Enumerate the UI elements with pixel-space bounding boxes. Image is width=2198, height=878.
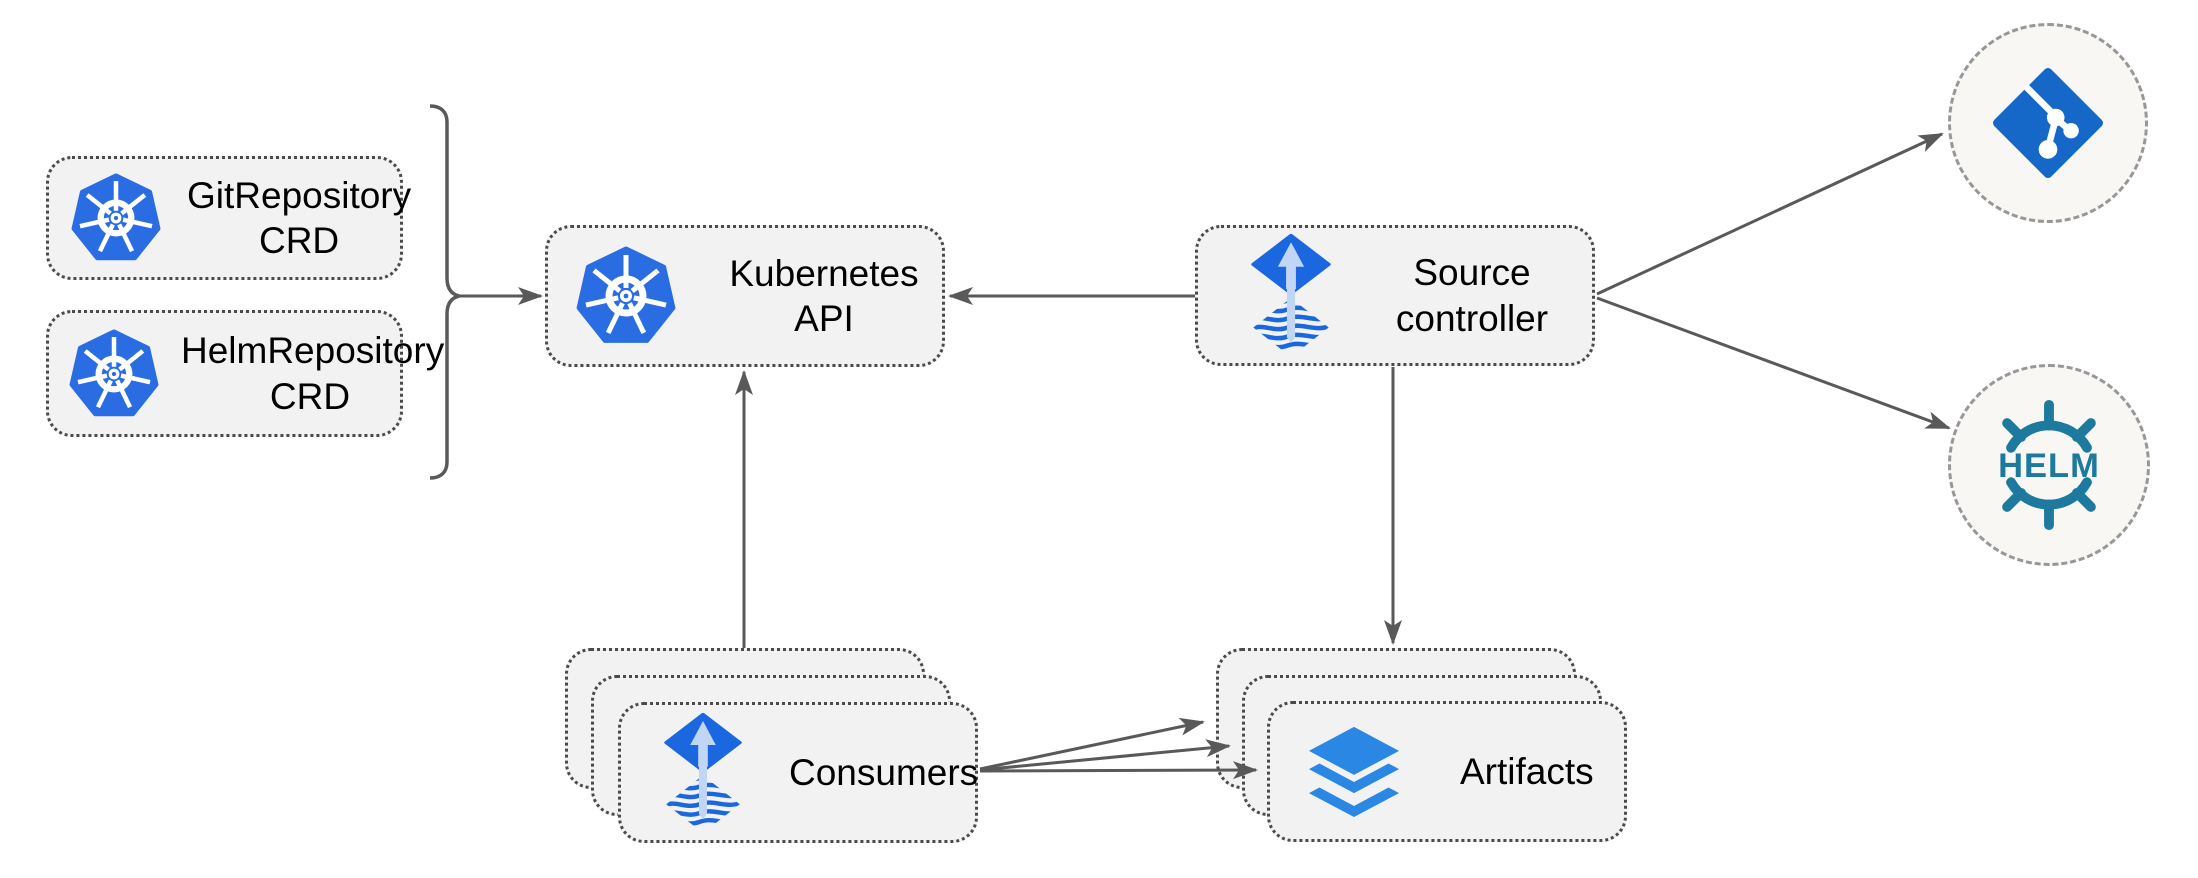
arrow-consumers-to-artifacts-back <box>979 717 1205 771</box>
kubernetes-icon <box>576 246 676 343</box>
node-helmrepository-crd: HelmRepository CRD <box>46 310 444 437</box>
node-label: Kubernetes API <box>729 252 919 339</box>
brace-crds <box>429 104 460 480</box>
arrow-consumers-to-artifacts-middle <box>979 739 1231 772</box>
node-label: HelmRepository CRD <box>181 330 445 417</box>
node-label: GitRepository CRD <box>187 174 412 261</box>
node-consumers: Consumers <box>618 702 978 843</box>
flux-icon <box>1251 234 1331 350</box>
node-label: Source controller <box>1395 252 1549 339</box>
layers-icon <box>1308 726 1400 818</box>
kubernetes-icon <box>69 328 159 416</box>
node-kubernetes-api: Kubernetes API <box>545 225 945 367</box>
node-git-repository <box>1948 23 2148 223</box>
helm-icon: HELM <box>1998 399 2100 531</box>
git-icon <box>1993 68 2103 178</box>
arrow-consumers-to-artifacts-front <box>979 761 1258 780</box>
helm-logo-text: HELM <box>1998 447 2100 485</box>
node-helm-repository: HELM <box>1948 364 2150 566</box>
node-label: Consumers <box>789 751 979 793</box>
node-gitrepository-crd: GitRepository CRD <box>46 156 411 280</box>
kubernetes-icon <box>71 173 161 261</box>
node-artifacts: Artifacts <box>1267 701 1627 842</box>
node-source-controller: Source controller <box>1195 225 1595 366</box>
arrow-source-controller-to-helm <box>1596 296 1951 430</box>
flux-icon <box>664 712 742 826</box>
arrow-source-controller-to-git <box>1596 132 1944 296</box>
node-label: Artifacts <box>1460 750 1594 792</box>
